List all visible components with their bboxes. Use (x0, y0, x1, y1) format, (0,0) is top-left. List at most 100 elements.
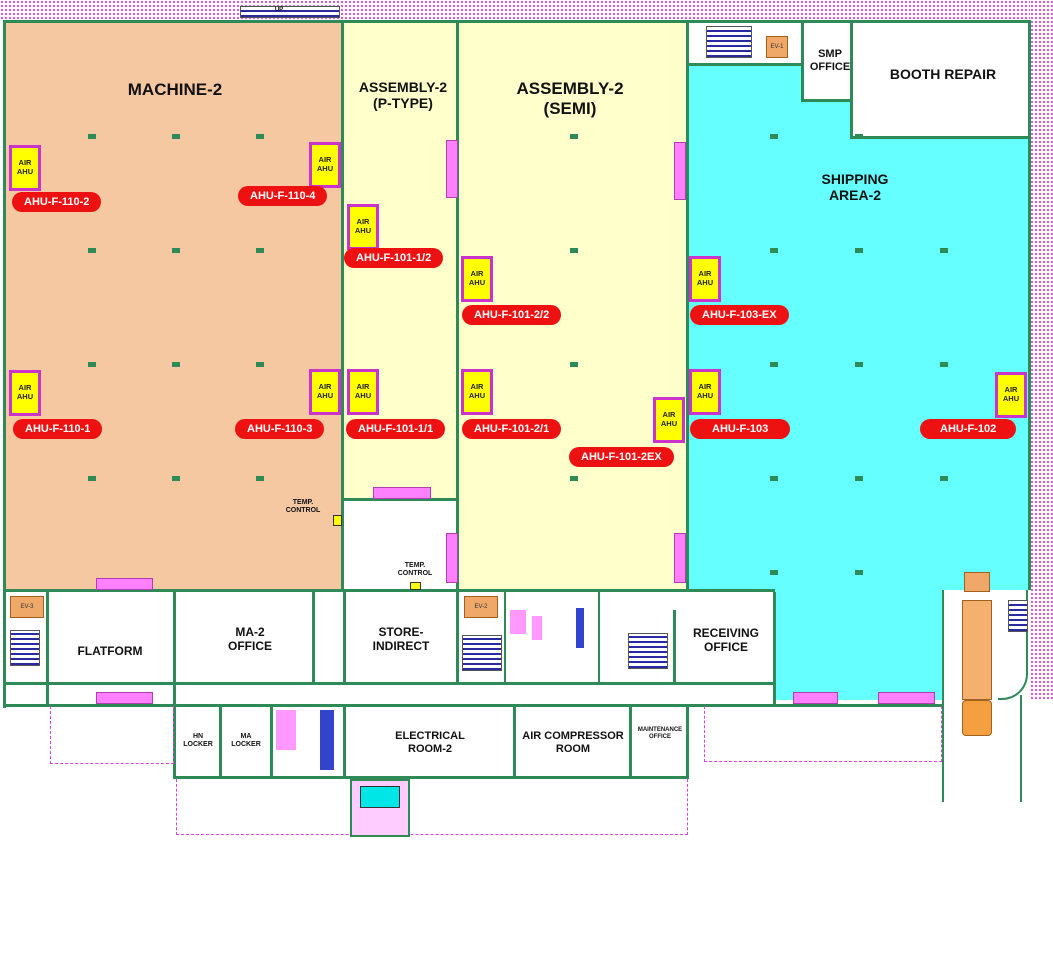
machine-2-area (5, 22, 343, 592)
stair-receiving (628, 633, 668, 669)
elevator-ev2: EV-2 (464, 596, 498, 618)
toilet-block-upper (504, 592, 600, 682)
label-ma-2-office: MA-2 OFFICE (228, 625, 272, 653)
door-shipping-south-1 (793, 692, 838, 704)
water-tank-inner (360, 786, 400, 808)
ahu-unit-110-3[interactable]: AIR AHU (309, 369, 341, 415)
wall-flatform-right (173, 592, 176, 706)
tag-ahu-f-110-1[interactable]: AHU-F-110-1 (13, 419, 103, 439)
stair-dock (1008, 600, 1028, 632)
column (855, 476, 863, 481)
label-store-indirect: STORE- INDIRECT (372, 625, 430, 653)
label-hn-locker: HN LOCKER (183, 733, 213, 748)
door-temp-right (446, 533, 458, 583)
ahu-unit-101-2ex[interactable]: AIR AHU (653, 397, 685, 443)
door-shipping-south-2 (878, 692, 935, 704)
wall-stair-bottom (688, 63, 803, 66)
tag-ahu-f-101-2-1[interactable]: AHU-F-101-2/1 (462, 419, 562, 439)
column (770, 134, 778, 139)
wall-top (3, 20, 1031, 23)
ahu-unit-103[interactable]: AIR AHU (689, 369, 721, 415)
wall-main-south (3, 589, 775, 592)
tag-ahu-f-101-2-2[interactable]: AHU-F-101-2/2 (462, 305, 562, 325)
label-receiving-office: RECEIVING OFFICE (692, 626, 759, 654)
stair-top-right (706, 26, 752, 58)
wall-store-left (343, 592, 346, 684)
tag-ahu-f-103-ex[interactable]: AHU-F-103-EX (690, 305, 789, 325)
dashed-outline-lower (176, 779, 688, 835)
ahu-unit-101-2-2[interactable]: AIR AHU (461, 256, 493, 302)
tag-ahu-f-110-2[interactable]: AHU-F-110-2 (12, 192, 102, 212)
ahu-unit-102[interactable]: AIR AHU (995, 372, 1027, 418)
wall-ma-toilet (270, 704, 273, 779)
column (770, 362, 778, 367)
ahu-unit-110-2[interactable]: AIR AHU (9, 145, 41, 191)
door-semi-right-1 (674, 142, 686, 200)
label-flatform: FLATFORM (77, 644, 143, 658)
dock-truck-cab (962, 700, 992, 736)
label-air-compressor-room: AIR COMPRESSOR ROOM (522, 730, 624, 755)
wall-receiving-right (773, 592, 776, 706)
wall-temp-control-top (343, 498, 458, 501)
ahu-unit-101-1-1[interactable]: AIR AHU (347, 369, 379, 415)
column (88, 134, 96, 139)
ahu-unit-110-1[interactable]: AIR AHU (9, 370, 41, 416)
label-maintenance-office: MAINTENANCE OFFICE (637, 727, 683, 740)
column (855, 362, 863, 367)
column (770, 570, 778, 575)
door-machine-south (96, 578, 153, 590)
wall-lower-bottom (173, 776, 688, 779)
toilet-fixtures-upper-2 (532, 616, 542, 640)
label-booth-repair: BOOTH REPAIR (889, 66, 997, 82)
wall-toilet-electrical (343, 704, 346, 779)
temp-control-panel-store (410, 582, 421, 590)
column (940, 248, 948, 253)
tag-ahu-f-101-1-2[interactable]: AHU-F-101-1/2 (344, 248, 444, 268)
tag-ahu-f-101-1-1[interactable]: AHU-F-101-1/1 (346, 419, 446, 439)
label-ma-locker: MA LOCKER (231, 733, 261, 748)
label-electrical-room-2: ELECTRICAL ROOM-2 (395, 730, 465, 755)
door-flatform-south (96, 692, 153, 704)
wall-store-right (456, 592, 459, 684)
column (88, 362, 96, 367)
wall-booth-bottom (850, 136, 1030, 139)
wall-booth-left (850, 22, 853, 138)
dock-truck (962, 600, 992, 700)
column (855, 134, 863, 139)
tag-ahu-f-103[interactable]: AHU-F-103 (690, 419, 791, 439)
stair-top-label: UP (274, 7, 284, 13)
column (256, 362, 264, 367)
wall-maintenance-right (686, 704, 689, 779)
ahu-unit-103-ex[interactable]: AIR AHU (689, 256, 721, 302)
column (570, 362, 578, 367)
ahu-unit-101-2-1[interactable]: AIR AHU (461, 369, 493, 415)
smp-office-room (803, 22, 852, 100)
toilet-block-lower-2 (320, 710, 334, 770)
tag-ahu-f-110-3[interactable]: AHU-F-110-3 (235, 419, 325, 439)
wall-right (1028, 20, 1031, 590)
column (770, 248, 778, 253)
wall-machine-assembly (341, 22, 344, 592)
column (940, 476, 948, 481)
tag-ahu-f-102[interactable]: AHU-F-102 (920, 419, 1017, 439)
wall-lower-left (173, 704, 176, 779)
wall-service-bottom (3, 704, 943, 707)
stair-store (462, 635, 502, 671)
column (88, 248, 96, 253)
label-machine-2: MACHINE-2 (127, 80, 223, 99)
dock-line-left (942, 590, 944, 802)
wall-ptype-semi (456, 22, 459, 592)
toilet-fixtures-upper (510, 610, 526, 634)
column (172, 362, 180, 367)
wall-smp-bottom (801, 99, 853, 102)
wall-hn-ma (219, 704, 222, 779)
tag-ahu-f-101-2ex[interactable]: AHU-F-101-2EX (569, 447, 674, 467)
column (256, 134, 264, 139)
ahu-unit-101-1-2[interactable]: AIR AHU (347, 204, 379, 250)
column (940, 362, 948, 367)
ahu-unit-110-4[interactable]: AIR AHU (309, 142, 341, 188)
dock-line-right (1020, 695, 1022, 802)
stair-flatform (10, 630, 40, 666)
shipping-area-2 (688, 65, 1030, 590)
tag-ahu-f-110-4[interactable]: AHU-F-110-4 (238, 186, 328, 206)
